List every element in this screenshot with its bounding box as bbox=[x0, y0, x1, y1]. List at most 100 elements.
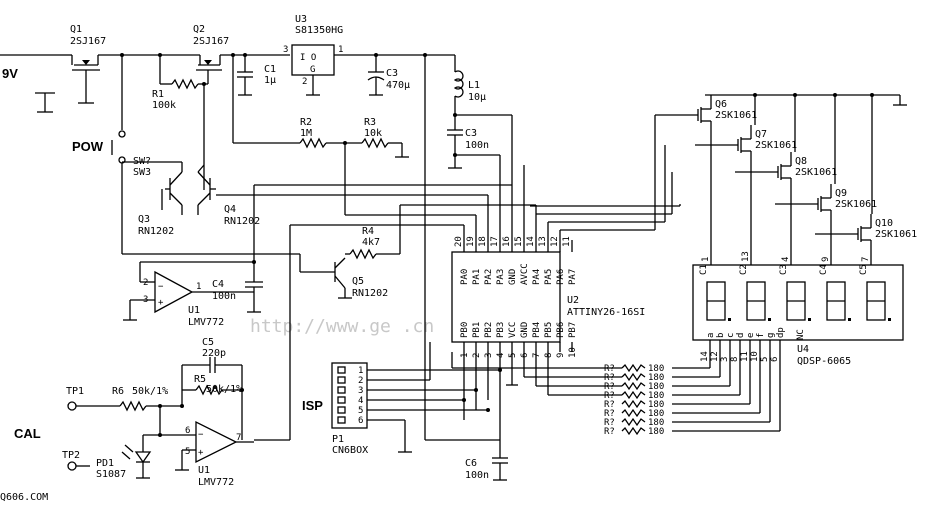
svg-text:Q5: Q5 bbox=[352, 276, 364, 287]
svg-text:50k/1%: 50k/1% bbox=[206, 384, 242, 395]
u2-top-pin-name: PA2 bbox=[484, 269, 494, 285]
digit-c5: C5 bbox=[859, 264, 891, 321]
u2-bot-pin: 6 bbox=[520, 353, 530, 358]
u2-bot-pin: 7 bbox=[532, 353, 542, 358]
u2-top-pin-name: GND bbox=[508, 269, 518, 285]
svg-text:2: 2 bbox=[302, 77, 307, 87]
svg-text:4: 4 bbox=[781, 257, 791, 262]
u2-bot-pin: 9 bbox=[556, 353, 566, 358]
rnet-resistor: R? 180 bbox=[604, 350, 771, 428]
svg-text:R5: R5 bbox=[194, 374, 206, 385]
svg-text:180: 180 bbox=[648, 391, 664, 401]
r2-resistor: R2 1M bbox=[232, 55, 362, 149]
u2-bot-pin: 10 bbox=[568, 347, 578, 358]
rnet-resistor: R? 180 bbox=[604, 350, 731, 392]
u2-top-pin: 12 bbox=[550, 236, 560, 247]
svg-text:S1087: S1087 bbox=[96, 469, 126, 480]
svg-text:CAL: CAL bbox=[14, 426, 41, 441]
svg-text:Q2: Q2 bbox=[193, 24, 205, 35]
svg-text:R?: R? bbox=[604, 400, 615, 410]
svg-text:PD1: PD1 bbox=[96, 458, 114, 469]
u2-bot-pin-name: PB0 bbox=[460, 322, 470, 338]
u2-top-pin: 19 bbox=[466, 236, 476, 247]
supply-label: 9V bbox=[2, 66, 18, 81]
svg-text:+: + bbox=[198, 448, 204, 458]
u2-bot-pin-name: PB1 bbox=[472, 322, 482, 338]
svg-text:U3: U3 bbox=[295, 14, 307, 25]
svg-text:Q4: Q4 bbox=[224, 204, 236, 215]
svg-text:180: 180 bbox=[648, 364, 664, 374]
svg-text:2: 2 bbox=[358, 376, 363, 386]
svg-text:180: 180 bbox=[648, 400, 664, 410]
u2-bot-pin: 8 bbox=[544, 353, 554, 358]
svg-text:+: + bbox=[158, 298, 164, 308]
svg-text:g: g bbox=[766, 333, 776, 338]
svg-text:C1: C1 bbox=[264, 64, 276, 75]
svg-text:13: 13 bbox=[741, 251, 751, 262]
svg-text:f: f bbox=[756, 333, 766, 338]
svg-text:ATTINY26-16SI: ATTINY26-16SI bbox=[567, 307, 645, 318]
svg-text:dp: dp bbox=[776, 327, 786, 338]
digit-c4: C4 bbox=[819, 264, 851, 321]
svg-text:U2: U2 bbox=[567, 295, 579, 306]
svg-text:180: 180 bbox=[648, 409, 664, 419]
u2-bot-pin-name: PB2 bbox=[484, 322, 494, 338]
u2-top-pin-name: PA7 bbox=[568, 269, 578, 285]
svg-text:Q8: Q8 bbox=[795, 156, 807, 167]
u2-top-pin: 16 bbox=[502, 236, 512, 247]
u2-bot-pin-name: PB6 bbox=[556, 322, 566, 338]
svg-text:RN1202: RN1202 bbox=[138, 226, 174, 237]
svg-text:Q6: Q6 bbox=[715, 99, 727, 110]
u2-bot-pin: 2 bbox=[472, 353, 482, 358]
svg-text:1: 1 bbox=[358, 366, 363, 376]
svg-text:R4: R4 bbox=[362, 226, 374, 237]
svg-text:Q10: Q10 bbox=[875, 218, 893, 229]
u2-top-pin-name: PA5 bbox=[544, 269, 554, 285]
digit-c1: C1 bbox=[699, 264, 731, 321]
svg-text:R?: R? bbox=[604, 391, 615, 401]
svg-text:180: 180 bbox=[648, 373, 664, 383]
r4-resistor: R4 4k7 bbox=[345, 226, 400, 260]
u2-bot-pin: 4 bbox=[496, 353, 506, 358]
svg-text:3: 3 bbox=[720, 357, 730, 362]
svg-text:U4: U4 bbox=[797, 344, 809, 355]
svg-text:C1: C1 bbox=[699, 264, 709, 275]
q5-transistor: Q5 RN1202 bbox=[300, 257, 388, 299]
power-input: 9V bbox=[0, 54, 60, 113]
rnet-resistor: R? 180 bbox=[604, 350, 741, 401]
u2-bot-pin: 5 bbox=[508, 353, 518, 358]
q2-mosfet: Q2 2SJ167 bbox=[193, 24, 229, 84]
svg-text:POW: POW bbox=[72, 139, 104, 154]
u2-top-pin: 11 bbox=[562, 236, 572, 247]
svg-text:R2: R2 bbox=[300, 117, 312, 128]
u2-top-pin: 15 bbox=[514, 236, 524, 247]
svg-text:QDSP-6065: QDSP-6065 bbox=[797, 356, 851, 367]
svg-text:Q3: Q3 bbox=[138, 214, 150, 225]
svg-text:6: 6 bbox=[358, 416, 363, 426]
q4-transistor: Q4 RN1202 bbox=[197, 164, 260, 227]
svg-text:R3: R3 bbox=[364, 117, 376, 128]
svg-text:G: G bbox=[310, 65, 315, 75]
credit: Q606.COM bbox=[0, 492, 48, 503]
u3-regulator: U3 S81350HG 3 1 I O G 2 bbox=[283, 14, 343, 96]
svg-text:14: 14 bbox=[700, 351, 710, 362]
u2-top-pin: 17 bbox=[490, 236, 500, 247]
svg-text:3: 3 bbox=[283, 45, 288, 55]
svg-text:RN1202: RN1202 bbox=[224, 216, 260, 227]
svg-text:C3: C3 bbox=[779, 264, 789, 275]
svg-text:2SK1061: 2SK1061 bbox=[755, 140, 797, 151]
svg-text:C3: C3 bbox=[465, 128, 477, 139]
u2-top-pin-name: PA3 bbox=[496, 269, 506, 285]
svg-text:10: 10 bbox=[750, 351, 760, 362]
q1-mosfet: Q1 2SJ167 bbox=[60, 24, 106, 104]
svg-text:2SK1061: 2SK1061 bbox=[715, 110, 757, 121]
c4-capacitor: C4 100n bbox=[212, 279, 263, 313]
c6-capacitor: C6 100n bbox=[465, 440, 508, 481]
svg-text:NC: NC bbox=[796, 329, 806, 340]
watermark: http://www.ge .cn bbox=[250, 316, 434, 337]
u2-top-pin: 13 bbox=[538, 236, 548, 247]
svg-text:R?: R? bbox=[604, 373, 615, 383]
r3-resistor: R3 10k bbox=[361, 117, 409, 158]
